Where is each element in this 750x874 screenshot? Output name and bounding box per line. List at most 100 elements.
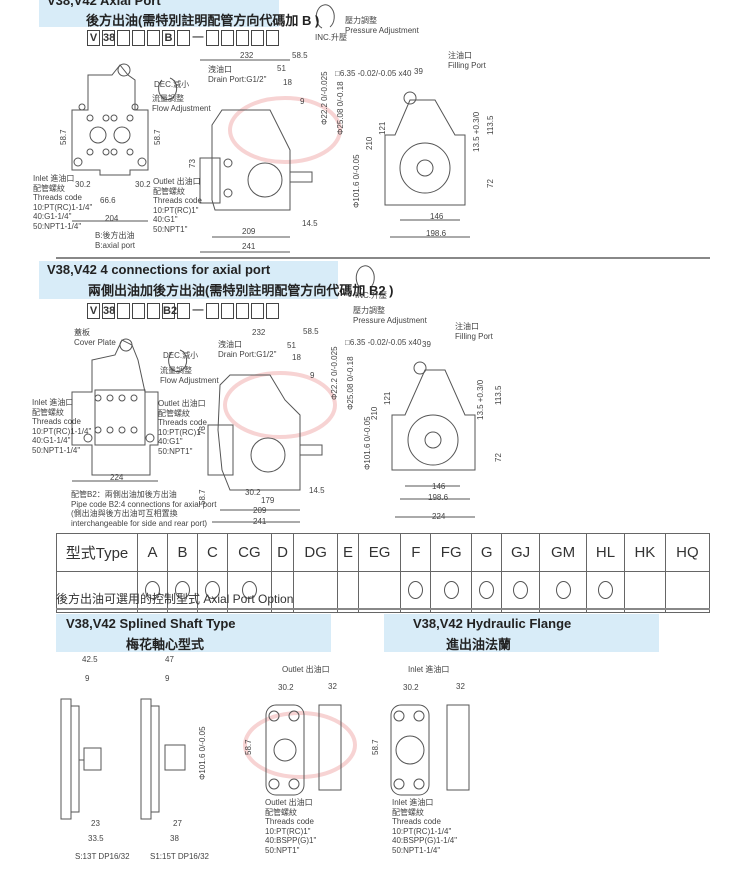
text-line: 配管螺紋: [33, 183, 65, 193]
dim-label: 9: [300, 97, 305, 106]
available-circle-icon: [443, 581, 459, 599]
dim-label: 9: [85, 674, 90, 683]
pressure-label-en: Pressure Adjustment: [353, 316, 427, 325]
text-line: Threads code: [265, 817, 314, 827]
dim-label: 198.6: [426, 229, 447, 238]
inc-label: INC.升壓: [355, 291, 387, 300]
type-col-eg: EG: [357, 533, 402, 572]
pressure-label-en: Pressure Adjustment: [345, 26, 419, 35]
inlet-flange-label: Inlet 進油口: [408, 665, 450, 674]
dim-label: 13.5 +0.3/0: [472, 111, 481, 152]
dim-label: 51: [277, 64, 286, 73]
text-line: 配管螺紋: [32, 407, 64, 417]
text-line: B:axial port: [95, 240, 136, 250]
text-line: 10:PT(RC)1": [153, 205, 199, 215]
text-line: 10:PT(RC)1-1/4": [392, 826, 452, 836]
cover-label-cn: 蓋板: [74, 328, 90, 337]
available-circle-icon: [204, 581, 220, 599]
code-box: [206, 30, 219, 46]
type-col-hk: HK: [623, 533, 666, 572]
code-box: [221, 30, 234, 46]
dim-label: 73: [188, 159, 197, 168]
dec-label: DEC.減小: [154, 80, 190, 89]
dim-label: 179: [261, 496, 275, 505]
spline-title: V38,V42 Splined Shaft Type: [66, 616, 236, 631]
dim-label: 13.5 +0.3/0: [476, 379, 485, 420]
code-box: B2: [162, 303, 178, 319]
dim-label: 66.6: [100, 196, 116, 205]
text-line: Inlet 進油口: [33, 174, 75, 183]
type-availability-cell: [501, 571, 540, 613]
dim-label: Φ101.6 0/-0.05: [198, 726, 207, 780]
dim-label: 224: [110, 473, 124, 482]
type-col-gj: GJ: [501, 533, 540, 572]
type-header: 型式Type: [56, 533, 138, 572]
dim-label: 42.5: [82, 655, 98, 664]
flange-subtitle: 進出油法蘭: [446, 637, 512, 652]
dim-label: 9: [310, 371, 315, 380]
available-circle-icon: [144, 581, 160, 599]
s1-rear-view: [384, 91, 470, 238]
s2-rear-view: [391, 361, 476, 518]
code-box: [117, 303, 130, 319]
text-line: Inlet 進油口: [392, 798, 434, 807]
flow-label-en: Flow Adjustment: [160, 376, 219, 385]
inlet-flange-drawing: [390, 704, 470, 796]
dim-label: 210: [370, 406, 379, 420]
dim-label: Φ22.2 0/-0.025: [320, 71, 329, 125]
text-line: 配管螺紋: [265, 807, 297, 817]
section2-title: V38,V42 4 connections for axial port: [47, 262, 271, 277]
flow-label-cn: 流量調整: [160, 366, 192, 375]
filling-label-en: Filling Port: [448, 61, 486, 70]
code-box: [132, 30, 145, 46]
code-box: [251, 30, 264, 46]
text-line: B:後方出油: [95, 231, 135, 240]
type-availability-cell: [293, 571, 339, 613]
text-line: Threads code: [392, 817, 441, 827]
text-line: 50:NPT1": [158, 446, 193, 456]
code-box: 38: [102, 30, 116, 46]
available-circle-icon: [174, 581, 190, 599]
type-availability-cell: [337, 571, 359, 613]
drain-label-cn: 洩油口: [218, 340, 242, 349]
text-line: 40:BSPP(G)1-1/4": [392, 836, 458, 846]
available-circle-icon: [408, 581, 424, 599]
code-box: [117, 30, 130, 46]
text-line: 10:PT(RC)1-1/4": [33, 202, 93, 212]
text-line: 配管螺紋: [153, 186, 185, 196]
type-availability-cell: [664, 571, 711, 613]
code-box: [177, 30, 190, 46]
divider: [56, 608, 710, 610]
text-line: 配管B2：兩側出油加後方出油: [71, 490, 177, 499]
text-line: 50:NPT1-1/4": [32, 445, 81, 455]
dim-label: 121: [378, 121, 387, 135]
available-circle-icon: [479, 581, 495, 599]
dim-label: 18: [292, 353, 301, 362]
text-line: 50:NPT1-1/4": [392, 845, 441, 855]
flow-label-en: Flow Adjustment: [152, 104, 211, 113]
dim-label: 72: [486, 179, 495, 188]
type-availability-cell: [538, 571, 588, 613]
dim-label: 39: [414, 67, 423, 76]
s2-side-view: [207, 374, 323, 523]
type-col-hl: HL: [586, 533, 625, 572]
code-box: [236, 30, 249, 46]
text-line: Outlet 出油口: [153, 177, 201, 186]
text-line: 40:BSPP(G)1": [265, 836, 317, 846]
text-line: 50:NPT1": [265, 845, 300, 855]
type-col-e: E: [337, 533, 359, 572]
section1-title: V38,V42 Axial Port: [47, 0, 161, 8]
dim-label: 58.7: [153, 129, 162, 145]
inc-label: INC.升壓: [315, 33, 347, 42]
shaft-key-label: □6.35 -0.02/-0.05 x40: [345, 338, 422, 347]
dim-label: 224: [432, 512, 446, 521]
pressure-label-cn: 壓力調整: [345, 16, 377, 25]
type-col-fg: FG: [430, 533, 473, 572]
dec-label: DEC.減小: [163, 351, 199, 360]
